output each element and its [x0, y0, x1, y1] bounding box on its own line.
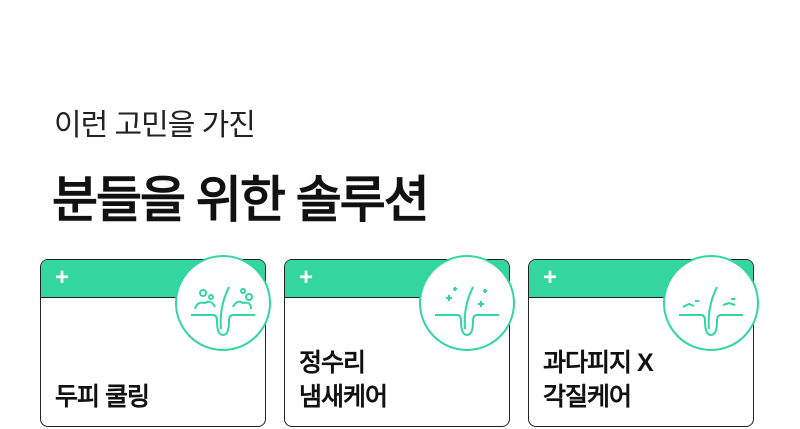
card-label-line: 정수리: [299, 349, 366, 377]
card-label-line: 냄새케어: [299, 383, 388, 411]
subtitle: 이런 고민을 가진: [54, 109, 256, 142]
card-label: 과다피지 X 각질케어: [543, 346, 654, 414]
plus-icon: +: [543, 264, 558, 291]
scalp-odor-icon: [419, 255, 515, 351]
card-label-line: 두피 쿨링: [55, 383, 150, 411]
scalp-cooling-icon: [175, 255, 271, 351]
plus-icon: +: [55, 264, 70, 291]
plus-icon: +: [299, 264, 314, 291]
card-label-line: 과다피지 X: [543, 349, 654, 377]
card-label: 두피 쿨링: [55, 380, 150, 414]
page-title: 분들을 위한 솔루션: [52, 172, 430, 228]
sebum-care-icon: [663, 255, 759, 351]
card-label-line: 각질케어: [543, 383, 632, 411]
